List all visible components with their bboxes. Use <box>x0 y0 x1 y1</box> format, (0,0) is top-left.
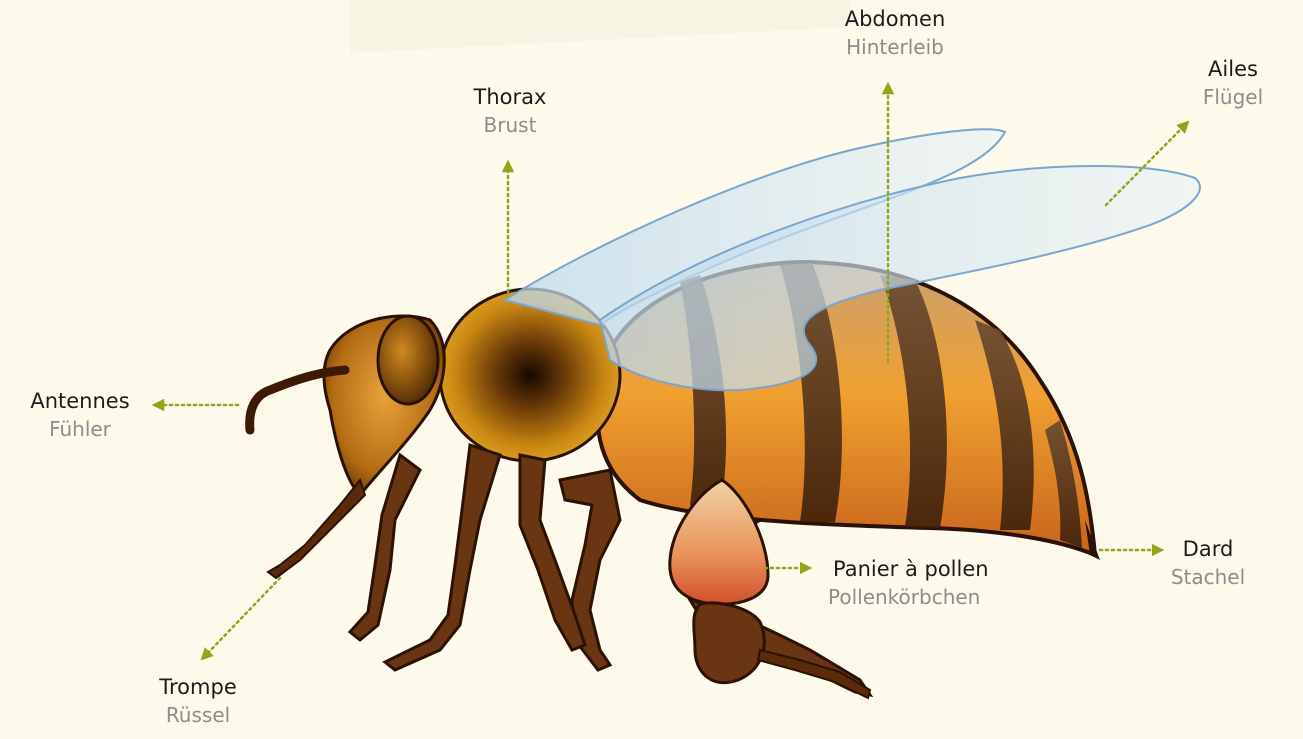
label-antennae: Antennes Fühler <box>12 388 148 442</box>
front-legs <box>350 445 585 670</box>
label-pollen-basket-de: Pollenkörbchen <box>828 584 1028 610</box>
label-thorax-fr: Thorax <box>450 84 570 112</box>
label-wings: Ailes Flügel <box>1178 56 1288 110</box>
label-thorax: Thorax Brust <box>450 84 570 138</box>
label-proboscis-de: Rüssel <box>140 702 256 728</box>
label-sting: Dard Stachel <box>1150 536 1266 590</box>
label-abdomen: Abdomen Hinterleib <box>820 6 970 60</box>
label-wings-fr: Ailes <box>1178 56 1288 84</box>
proboscis-leader-line <box>205 578 280 656</box>
label-abdomen-de: Hinterleib <box>820 34 970 60</box>
label-sting-de: Stachel <box>1150 564 1266 590</box>
label-proboscis-fr: Trompe <box>140 674 256 702</box>
label-antennae-fr: Antennes <box>12 388 148 416</box>
label-abdomen-fr: Abdomen <box>820 6 970 34</box>
label-pollen-basket: Panier à pollen Pollenkörbchen <box>828 556 1028 610</box>
label-pollen-basket-fr: Panier à pollen <box>828 556 1028 584</box>
label-thorax-de: Brust <box>450 112 570 138</box>
label-sting-fr: Dard <box>1150 536 1266 564</box>
proboscis-shape <box>268 480 365 578</box>
label-antennae-de: Fühler <box>12 416 148 442</box>
head-shape <box>324 316 444 495</box>
label-proboscis: Trompe Rüssel <box>140 674 256 728</box>
label-wings-de: Flügel <box>1178 84 1288 110</box>
